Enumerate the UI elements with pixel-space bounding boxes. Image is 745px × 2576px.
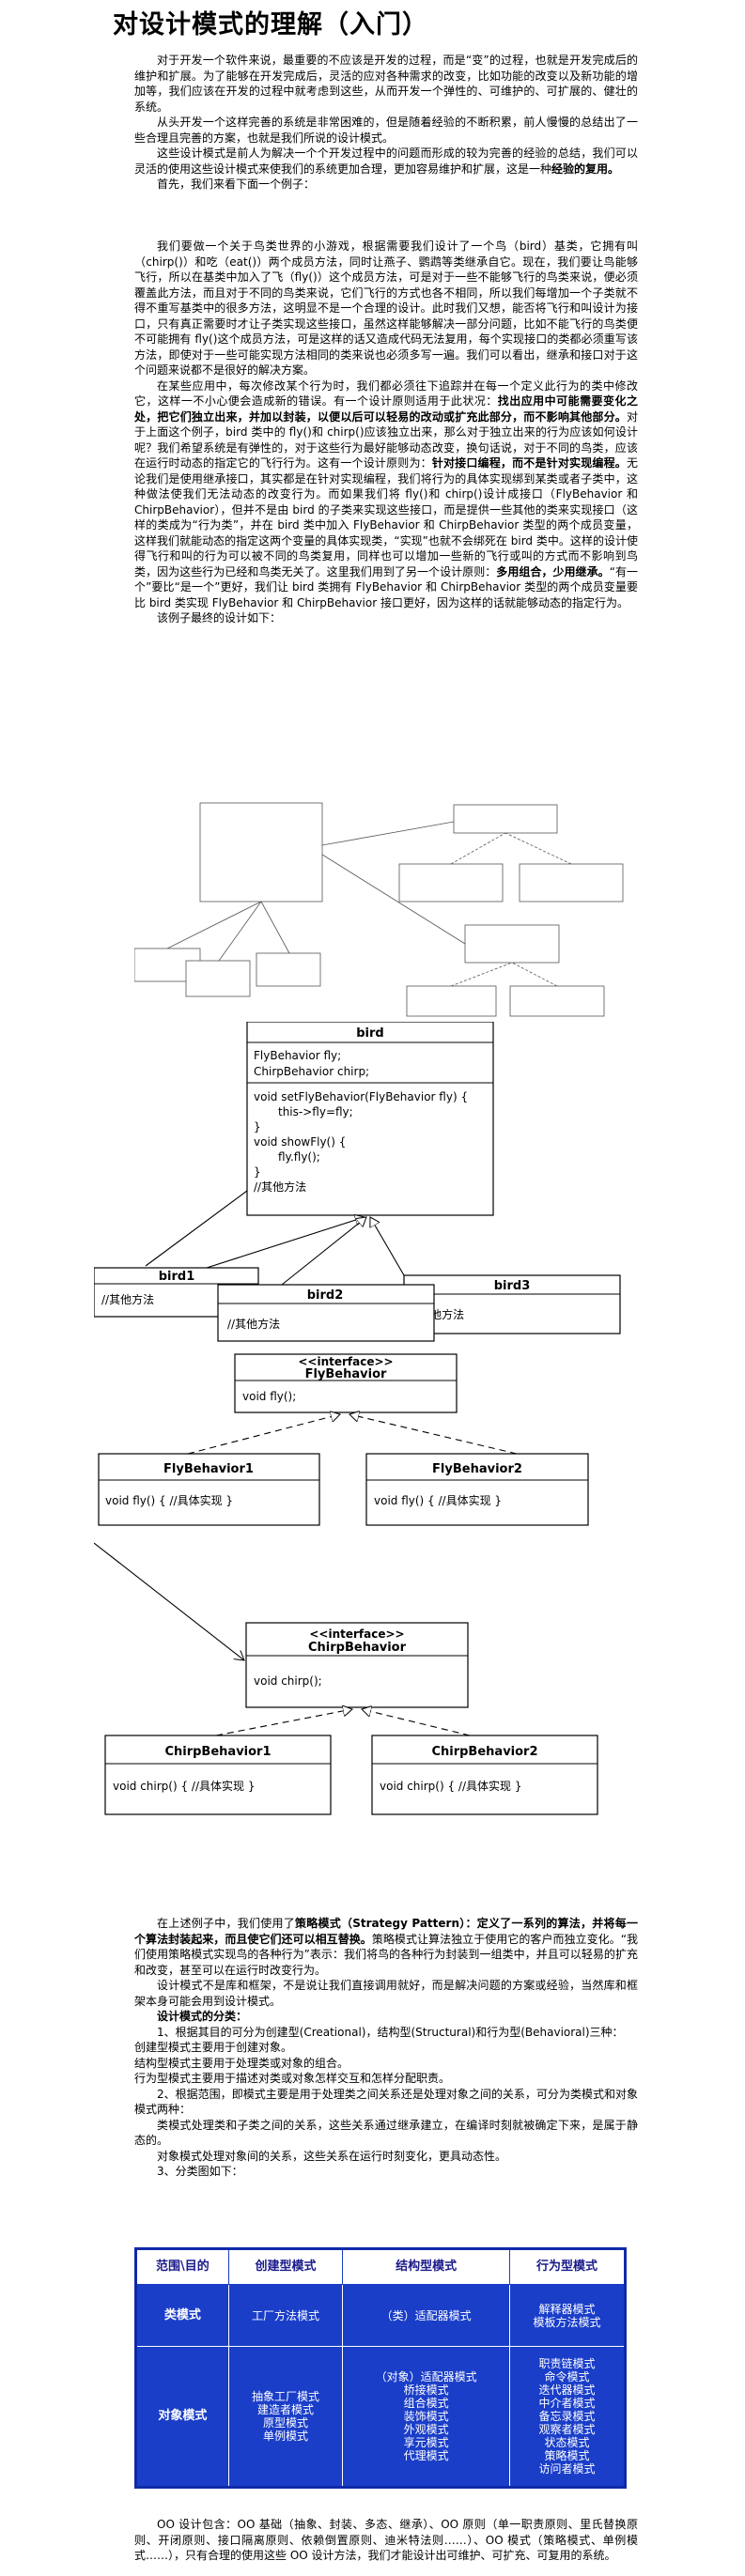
uml-class-title: bird bbox=[356, 1026, 383, 1041]
uml-class-title: ChirpBehavior bbox=[308, 1641, 407, 1655]
example-paragraph: 在某些应用中，每次修改某个行为时，我们都必须往下追踪并在每一个定义此行为的类中修… bbox=[134, 378, 638, 609]
uml-field: FlyBehavior fly; bbox=[254, 1049, 341, 1062]
thumb-fly2-box bbox=[519, 863, 624, 902]
uml-class-title: FlyBehavior bbox=[305, 1367, 387, 1381]
thumb-fly-iface-box bbox=[453, 804, 558, 834]
cell-creational: 抽象工厂模式建造者模式 原型模式单例模式 bbox=[227, 2346, 344, 2488]
uml-class-title: ChirpBehavior1 bbox=[164, 1745, 271, 1759]
uml-class-title: FlyBehavior1 bbox=[163, 1462, 254, 1476]
table-header: 范围\目的 bbox=[135, 2248, 229, 2285]
cell-behavioral: 职责链模式命令模式 迭代器模式中介者模式 备忘录模式观察者模式 状态模式策略模式… bbox=[509, 2346, 626, 2488]
classify-item: 类模式处理类和子类之间的关系，这些关系通过继承建立，在编译时刻就被确定下来，是属… bbox=[134, 2118, 638, 2148]
uml-class-title: ChirpBehavior2 bbox=[431, 1745, 537, 1759]
uml-method-line: void chirp() { //具体实现 } bbox=[380, 1779, 521, 1793]
uml-class-flybehavior2: FlyBehavior2 void fly() { //具体实现 } bbox=[365, 1453, 589, 1526]
cell-structural: （类）适配器模式 bbox=[342, 2284, 511, 2347]
uml-thumbnail bbox=[134, 802, 624, 1017]
table-header-row: 范围\目的 创建型模式 结构型模式 行为型模式 bbox=[135, 2248, 626, 2285]
cell-creational: 工厂方法模式 bbox=[227, 2284, 344, 2347]
classify-item: 创建型模式主要用于创建对象。 bbox=[134, 2041, 293, 2054]
uml-interface-chirpbehavior: <<interface>> ChirpBehavior void chirp()… bbox=[245, 1622, 469, 1708]
table-header: 创建型模式 bbox=[227, 2248, 344, 2285]
cell-structural: （对象）适配器模式桥接模式 组合模式装饰模式 外观模式享元模式 代理模式 bbox=[342, 2346, 511, 2488]
uml-method-line: } bbox=[254, 1165, 261, 1179]
thumb-bird3-box bbox=[256, 952, 321, 987]
uml-class-title: bird2 bbox=[307, 1288, 344, 1303]
classify-item: 2、根据范围，即模式主要是用于处理类之间关系还是处理对象之间的关系，可分为类模式… bbox=[134, 2087, 638, 2117]
row-scope: 对象模式 bbox=[135, 2346, 229, 2488]
example-paragraph: 该例子最终的设计如下： bbox=[157, 611, 282, 625]
uml-interface-flybehavior: <<interface>> FlyBehavior void fly(); bbox=[234, 1353, 458, 1413]
classify-heading: 设计模式的分类： bbox=[157, 2010, 248, 2023]
thumb-chirp2-box bbox=[509, 985, 605, 1017]
thumb-chirp-iface-box bbox=[464, 924, 560, 964]
thumb-fly1-box bbox=[398, 863, 504, 902]
example-paragraph: 我们要做一个关于鸟类世界的小游戏，根据需要我们设计了一个鸟（bird）基类，它拥… bbox=[134, 239, 638, 377]
pattern-classification-table: 范围\目的 创建型模式 结构型模式 行为型模式 类模式 工厂方法模式 （类）适配… bbox=[134, 2247, 627, 2489]
after-section: 在上述例子中，我们使用了策略模式（Strategy Pattern）：定义了一系… bbox=[134, 1916, 638, 2180]
uml-class-title: bird1 bbox=[159, 1270, 195, 1284]
after-paragraph: 设计模式不是库和框架，不是说让我们直接调用就好，而是解决问题的方案或经验，当然库… bbox=[134, 1979, 638, 2008]
uml-class-chirpbehavior2: ChirpBehavior2 void chirp() { //具体实现 } bbox=[371, 1735, 598, 1815]
uml-method-line: } bbox=[254, 1120, 261, 1134]
footer-paragraph: OO 设计包含：OO 基础（抽象、封装、多态、继承）、OO 原则（单一职责原则、… bbox=[134, 2518, 638, 2562]
classify-item: 对象模式处理对象间的关系，这些关系在运行时刻变化，更具动态性。 bbox=[157, 2149, 507, 2163]
classify-item: 行为型模式主要用于描述对类或对象怎样交互和怎样分配职责。 bbox=[134, 2072, 451, 2085]
uml-diagram: bird FlyBehavior fly; ChirpBehavior chir… bbox=[94, 1022, 621, 1815]
uml-method-line: void chirp() { //具体实现 } bbox=[113, 1779, 255, 1793]
intro-paragraph: 对于开发一个软件来说，最重要的不应该是开发的过程，而是“变”的过程，也就是开发完… bbox=[134, 54, 638, 114]
uml-class-bird3: bird3 //其他方法 bbox=[403, 1274, 621, 1334]
intro-paragraph: 首先，我们来看下面一个例子： bbox=[157, 177, 316, 191]
uml-stereotype: <<interface>> bbox=[309, 1627, 404, 1641]
example-section: 我们要做一个关于鸟类世界的小游戏，根据需要我们设计了一个鸟（bird）基类，它拥… bbox=[134, 239, 638, 626]
uml-class-body: //其他方法 bbox=[227, 1317, 280, 1331]
table-row: 类模式 工厂方法模式 （类）适配器模式 解释器模式模板方法模式 bbox=[135, 2284, 626, 2347]
table-row: 对象模式 抽象工厂模式建造者模式 原型模式单例模式 （对象）适配器模式桥接模式 … bbox=[135, 2346, 626, 2488]
cell-behavioral: 解释器模式模板方法模式 bbox=[509, 2284, 626, 2347]
uml-method-line: void fly(); bbox=[242, 1390, 296, 1403]
uml-method-line: void setFlyBehavior(FlyBehavior fly) { bbox=[254, 1090, 468, 1103]
table-header: 行为型模式 bbox=[509, 2248, 626, 2285]
uml-class-body: //其他方法 bbox=[101, 1292, 154, 1306]
uml-method-line: void fly() { //具体实现 } bbox=[105, 1493, 233, 1507]
classify-item: 1、根据其目的可分为创建型(Creational)，结构型(Structural… bbox=[157, 2025, 624, 2039]
uml-class-bird: bird FlyBehavior fly; ChirpBehavior chir… bbox=[246, 1022, 494, 1216]
uml-class-flybehavior1: FlyBehavior1 void fly() { //具体实现 } bbox=[98, 1453, 320, 1526]
uml-method-line: void chirp(); bbox=[254, 1674, 322, 1688]
after-paragraph: 在上述例子中，我们使用了策略模式（Strategy Pattern）：定义了一系… bbox=[134, 1917, 638, 1977]
uml-method-line: //其他方法 bbox=[254, 1180, 306, 1194]
classify-item: 结构型模式主要用于处理类或对象的组合。 bbox=[134, 2056, 349, 2070]
intro-paragraph: 这些设计模式是前人为解决一个个开发过程中的问题而形成的较为完善的经验的总结，我们… bbox=[134, 147, 638, 176]
association-line bbox=[94, 1542, 244, 1660]
uml-method-line: void showFly() { bbox=[254, 1135, 346, 1149]
table-header: 结构型模式 bbox=[342, 2248, 511, 2285]
page-title: 对设计模式的理解（入门） bbox=[113, 10, 428, 39]
uml-method-line: void fly() { //具体实现 } bbox=[374, 1493, 502, 1507]
uml-class-bird2: bird2 //其他方法 bbox=[217, 1284, 435, 1342]
thumb-bird2-box bbox=[185, 960, 251, 997]
thumb-bird-box bbox=[199, 802, 323, 902]
footer-section: OO 设计包含：OO 基础（抽象、封装、多态、继承）、OO 原则（单一职责原则、… bbox=[134, 2517, 638, 2564]
intro-paragraph: 从头开发一个这样完善的系统是非常困难的，但是随着经验的不断积累，前人慢慢的总结出… bbox=[134, 116, 638, 145]
uml-method-line: this->fly=fly; bbox=[278, 1105, 353, 1118]
association-line bbox=[145, 1190, 248, 1267]
row-scope: 类模式 bbox=[135, 2284, 229, 2347]
uml-class-title: bird3 bbox=[494, 1279, 531, 1293]
uml-stereotype: <<interface>> bbox=[298, 1355, 393, 1368]
uml-class-chirpbehavior1: ChirpBehavior1 void chirp() { //具体实现 } bbox=[104, 1735, 332, 1815]
uml-field: ChirpBehavior chirp; bbox=[254, 1065, 369, 1078]
classify-item: 3、分类图如下： bbox=[157, 2165, 243, 2178]
intro-section: 对于开发一个软件来说，最重要的不应该是开发的过程，而是“变”的过程，也就是开发完… bbox=[134, 53, 638, 193]
uml-method-line: fly.fly(); bbox=[278, 1150, 320, 1164]
uml-class-title: FlyBehavior2 bbox=[432, 1462, 522, 1476]
thumb-chirp1-box bbox=[406, 985, 497, 1017]
